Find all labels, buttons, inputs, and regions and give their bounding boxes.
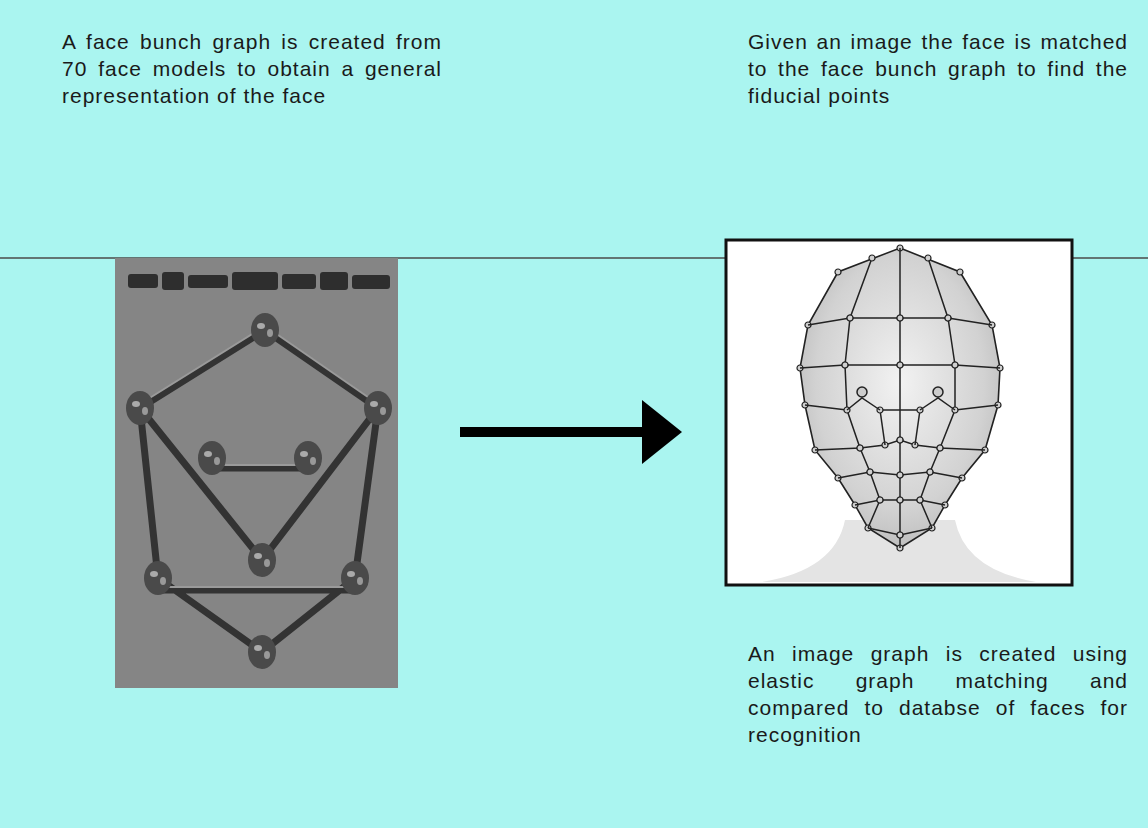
- edge-highlight: [140, 326, 378, 587]
- face-blob: [364, 391, 392, 425]
- mesh-line: [880, 410, 885, 445]
- face-highlight: [257, 323, 265, 329]
- graph-edge-highlights: [140, 326, 378, 587]
- blur-blob: [320, 272, 348, 290]
- face-highlight: [310, 457, 316, 465]
- face-highlight: [300, 451, 308, 457]
- face-highlight: [132, 401, 140, 407]
- face-blob: [126, 391, 154, 425]
- face-highlight: [204, 451, 212, 457]
- face-thumb: [248, 635, 276, 669]
- bunch-graph-image: [115, 258, 398, 688]
- face-thumb: [126, 391, 154, 425]
- face-blob: [248, 543, 276, 577]
- face-highlight: [150, 571, 158, 577]
- caption-text: Given an image the face is matched to th…: [748, 28, 1128, 109]
- face-highlight: [264, 559, 270, 567]
- eye-mark: [920, 398, 955, 410]
- blur-blob: [282, 274, 316, 289]
- face-highlight: [254, 645, 262, 651]
- fiducial-mesh: [800, 248, 1000, 548]
- face-highlight: [347, 571, 355, 577]
- face-blob: [294, 441, 322, 475]
- face-highlight: [160, 577, 166, 585]
- face-highlight: [254, 553, 262, 559]
- eye-point: [857, 387, 867, 397]
- face-thumb: [198, 441, 226, 475]
- blurred-header: [128, 272, 390, 290]
- mesh-line: [955, 405, 998, 410]
- face-thumb: [341, 561, 369, 595]
- blur-blob: [128, 274, 158, 288]
- face-highlight: [380, 407, 386, 415]
- face-highlight: [264, 651, 270, 659]
- mesh-line: [899, 248, 901, 548]
- face-thumb: [294, 441, 322, 475]
- face-highlight: [357, 577, 363, 585]
- face-thumb: [251, 313, 279, 347]
- face-image-frame: [726, 240, 1072, 585]
- face-outline: [800, 248, 1000, 548]
- face-highlight: [214, 457, 220, 465]
- face-blob: [144, 561, 172, 595]
- figure-panel: A face bunch graph is created from 70 fa…: [60, 28, 460, 690]
- mesh-line: [845, 258, 880, 528]
- face-blob: [248, 635, 276, 669]
- blur-blob: [188, 275, 228, 288]
- blur-blob: [232, 272, 278, 290]
- caption-text: A face bunch graph is created from 70 fa…: [62, 28, 442, 109]
- face-blob: [251, 313, 279, 347]
- figure-panel: Given an image the face is matched to th…: [682, 28, 1137, 752]
- eye-mark: [847, 398, 880, 410]
- face-thumb: [144, 561, 172, 595]
- face-thumb: [248, 543, 276, 577]
- blur-blob: [162, 272, 184, 290]
- mesh-line: [920, 258, 955, 528]
- blur-blob: [352, 275, 390, 289]
- face-thumb: [364, 391, 392, 425]
- face-highlight: [142, 407, 148, 415]
- mesh-line: [915, 410, 920, 445]
- face-highlight: [370, 401, 378, 407]
- face-blob: [341, 561, 369, 595]
- eye-point: [933, 387, 943, 397]
- caption-text: An image graph is created using elastic …: [748, 640, 1128, 748]
- face-nodes: [126, 313, 392, 669]
- flow-arrow: [460, 400, 682, 464]
- mesh-line: [805, 405, 847, 410]
- face-blob: [198, 441, 226, 475]
- face-highlight: [267, 329, 273, 337]
